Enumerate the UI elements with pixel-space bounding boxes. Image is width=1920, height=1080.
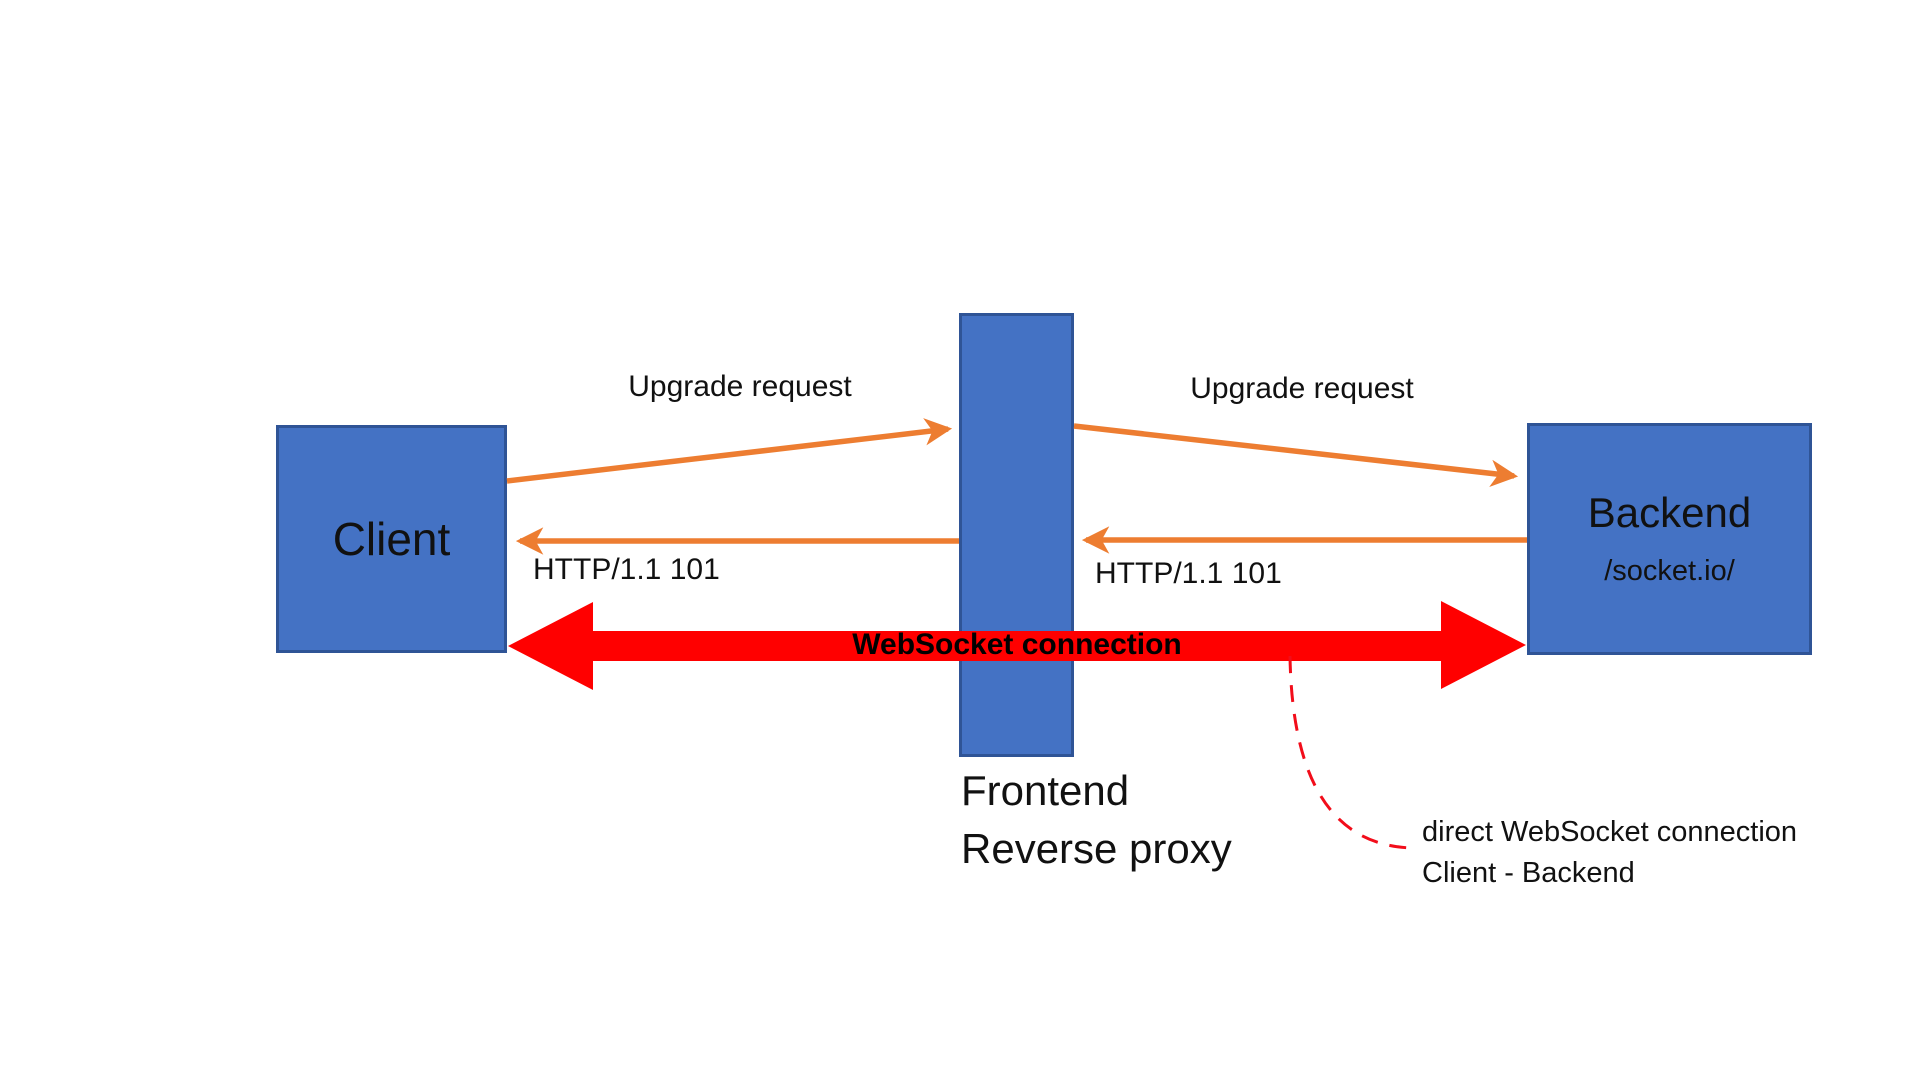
upgrade-request-label-left: Upgrade request — [628, 370, 852, 403]
annotation-line1: direct WebSocket connection — [1422, 816, 1798, 848]
annotation-dashed-curve — [1288, 655, 1413, 850]
backend-node-label: Backend — [1587, 489, 1752, 537]
http-101-label-left: HTTP/1.1 101 — [533, 553, 720, 586]
reverse-proxy-caption-line1: Frontend — [961, 767, 1130, 814]
client-node-label: Client — [332, 512, 451, 565]
direct-websocket-annotation: direct WebSocket connection Client - Bac… — [1422, 812, 1797, 894]
upgrade-request-arrow-proxy-to-backend — [1073, 423, 1519, 488]
upgrade-request-label-right: Upgrade request — [1190, 372, 1414, 405]
reverse-proxy-caption: Frontend Reverse proxy — [961, 762, 1232, 878]
reverse-proxy-node — [959, 313, 1074, 757]
upgrade-request-arrow-client-to-proxy — [506, 418, 953, 484]
backend-node: Backend /socket.io/ — [1527, 423, 1812, 655]
client-node: Client — [276, 425, 507, 653]
websocket-connection-label: WebSocket connection — [852, 628, 1182, 661]
reverse-proxy-caption-line2: Reverse proxy — [961, 825, 1232, 872]
backend-socket-path-label: /socket.io/ — [1604, 554, 1735, 587]
http-101-label-right: HTTP/1.1 101 — [1095, 557, 1282, 590]
annotation-line2: Client - Backend — [1422, 857, 1635, 889]
